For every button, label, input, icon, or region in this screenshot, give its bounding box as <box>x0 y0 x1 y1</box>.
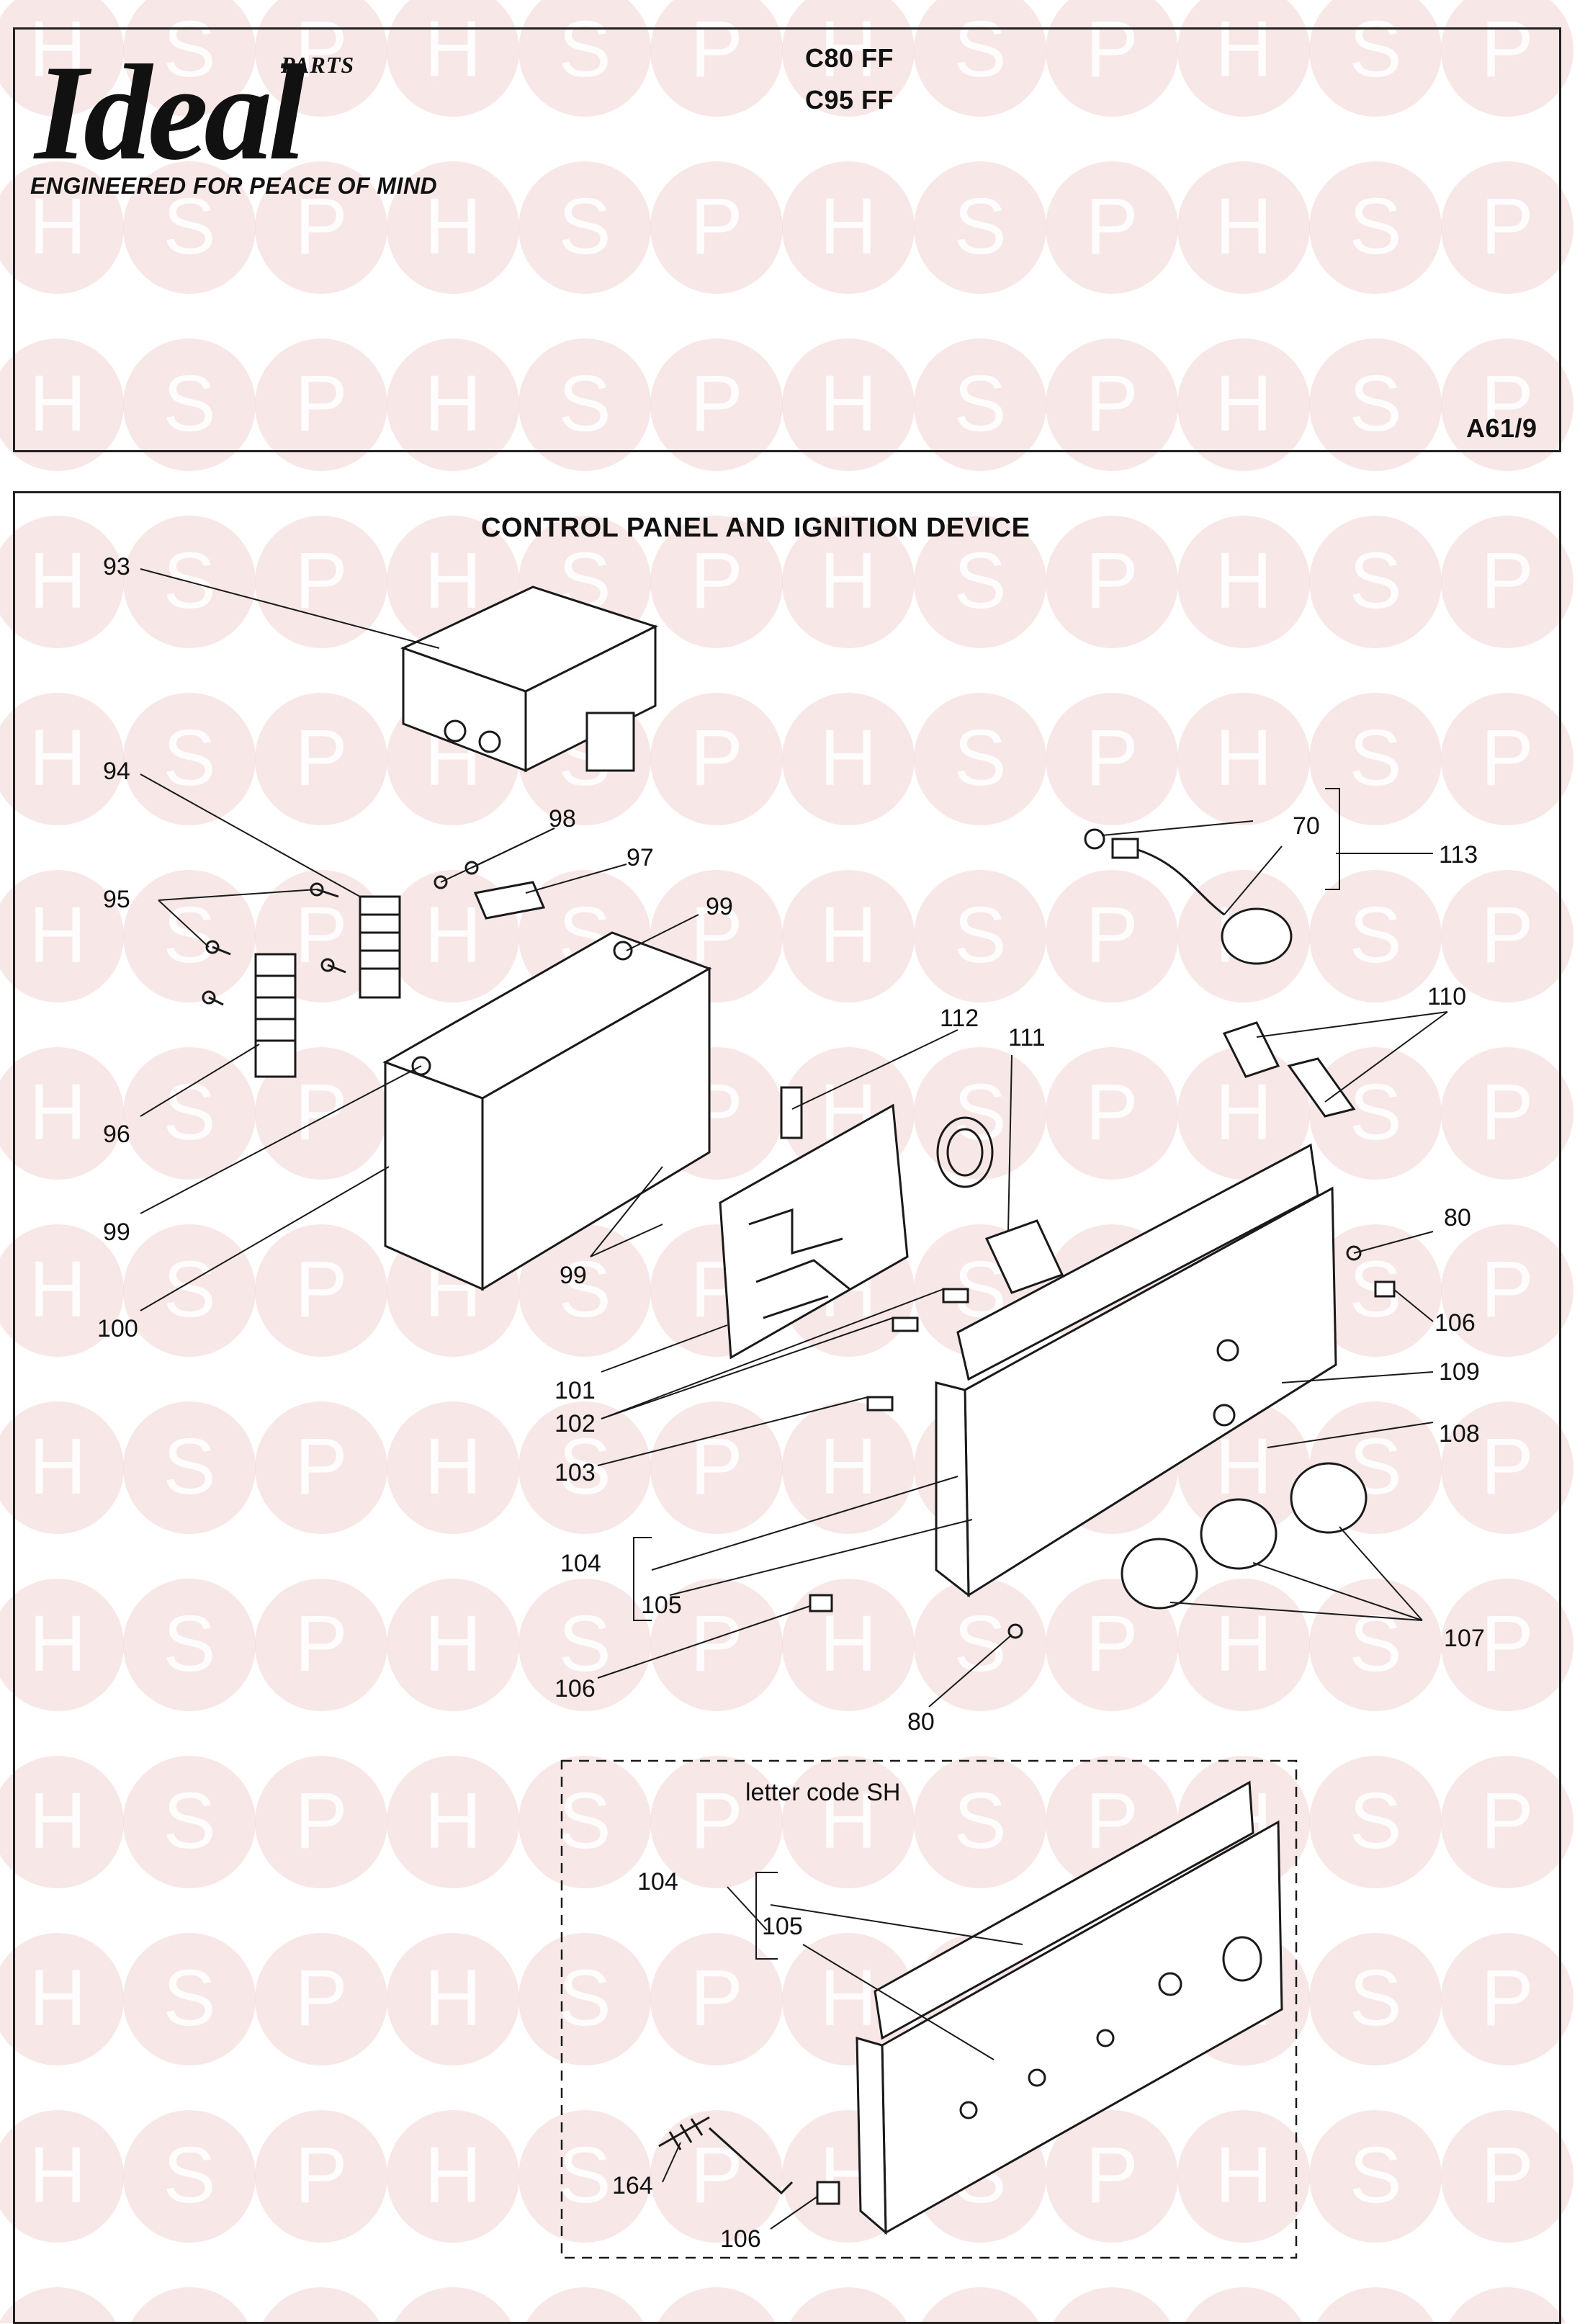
cable-clamp-part <box>434 861 546 920</box>
callout-111: 111 <box>1008 1024 1046 1051</box>
callout-99-left: 99 <box>103 1219 130 1246</box>
callout-95: 95 <box>103 886 130 913</box>
callout-105-inset: 105 <box>762 1913 803 1940</box>
callout-96: 96 <box>103 1121 130 1148</box>
tagline: ENGINEERED FOR PEACE OF MIND <box>30 173 438 199</box>
sensor-assembly-part <box>1084 828 1293 965</box>
callout-106-left: 106 <box>554 1675 596 1702</box>
page-reference: A61/9 <box>1466 413 1537 443</box>
callout-108: 108 <box>1439 1420 1480 1448</box>
terminal-block-part <box>359 895 401 999</box>
model-c80: C80 FF <box>805 43 894 73</box>
callout-113: 113 <box>1439 841 1478 869</box>
inset-leader-lines <box>662 1872 1023 2230</box>
control-housing-part <box>382 931 712 1291</box>
callout-164: 164 <box>612 2172 653 2199</box>
pcb-part <box>719 1086 909 1360</box>
diagram-title: CONTROL PANEL AND IGNITION DEVICE <box>481 513 1031 543</box>
sleeves-part <box>1222 1021 1356 1118</box>
control-knobs-part <box>1121 1462 1368 1610</box>
callout-105: 105 <box>641 1592 682 1619</box>
callout-99-mid: 99 <box>560 1262 587 1289</box>
inset-title: letter code SH <box>745 1779 901 1806</box>
callout-70: 70 <box>1293 812 1320 840</box>
header-box <box>13 27 1561 452</box>
temperature-switch-part <box>936 1116 1064 1294</box>
front-panel-part <box>935 1143 1337 1598</box>
callout-109: 109 <box>1439 1358 1480 1386</box>
model-c95: C95 FF <box>805 85 894 115</box>
terminal-block-lower-part <box>254 953 297 1078</box>
callout-104: 104 <box>560 1550 601 1577</box>
callout-100: 100 <box>97 1315 138 1342</box>
logo-parts-label: PARTS <box>281 52 355 78</box>
callout-97: 97 <box>627 844 654 871</box>
letter-code-inset-frame <box>560 1759 1298 2259</box>
callout-80-bottom: 80 <box>907 1708 935 1736</box>
callout-94: 94 <box>103 758 130 785</box>
ignition-box-part <box>400 586 658 773</box>
callout-104-inset: 104 <box>637 1868 678 1895</box>
callout-93: 93 <box>103 553 130 580</box>
callout-106-right: 106 <box>1434 1309 1476 1337</box>
callout-80-right: 80 <box>1444 1204 1471 1231</box>
callout-112: 112 <box>940 1005 979 1032</box>
ideal-logo: Ideal <box>35 37 306 189</box>
callout-99-top: 99 <box>706 893 733 920</box>
leader-lines <box>140 568 1448 1708</box>
inset-panel-part <box>658 1780 1283 2235</box>
callout-110: 110 <box>1427 983 1467 1010</box>
callout-107: 107 <box>1444 1625 1485 1652</box>
callout-106-inset: 106 <box>720 2225 761 2253</box>
callout-101: 101 <box>554 1377 596 1404</box>
callout-98: 98 <box>549 805 576 833</box>
callout-102: 102 <box>554 1410 596 1437</box>
callout-103: 103 <box>554 1459 596 1486</box>
